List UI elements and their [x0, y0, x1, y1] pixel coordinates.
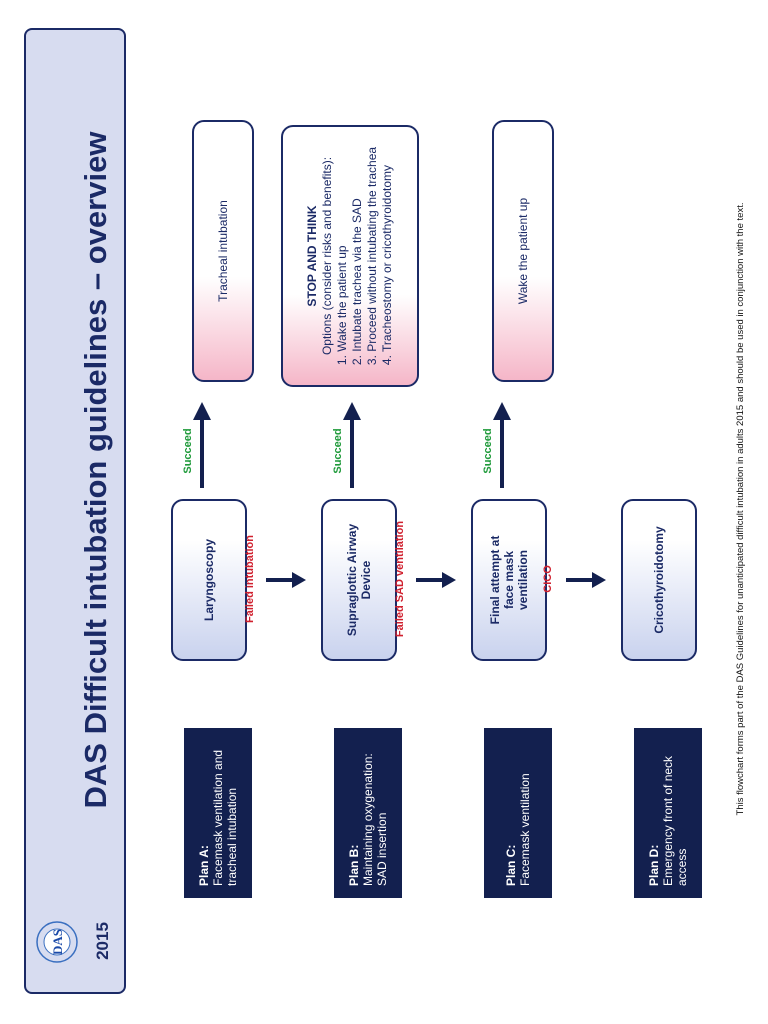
- fail-label-cico: CICO: [542, 565, 554, 593]
- fail-label-intubation: Failed intubation: [244, 535, 256, 623]
- stop-option-1: 1. Wake the patient up: [335, 245, 349, 366]
- plan-c-desc: Facemask ventilation: [518, 773, 532, 886]
- step-supraglottic-airway: Supraglottic Airway Device: [321, 499, 397, 661]
- das-logo: DAS: [36, 921, 78, 963]
- plan-a-desc: Facemask ventilation and tracheal intuba…: [211, 749, 239, 886]
- succeed-label-c: Succeed: [482, 428, 494, 474]
- plan-c-label: Plan C:: [504, 844, 518, 886]
- plan-b-arrow: [416, 572, 456, 588]
- stop-intro: Options (consider risks and benefits):: [320, 156, 334, 356]
- plan-d-box: Plan D:Emergency front of neck access: [634, 728, 702, 898]
- page-title: DAS Difficult intubation guidelines – ov…: [78, 131, 113, 809]
- succeed-label-a: Succeed: [182, 428, 194, 474]
- fail-label-sad: Failed SAD ventilation: [394, 520, 406, 638]
- plan-d-desc: Emergency front of neck access: [661, 755, 689, 886]
- stop-and-think-box: STOP AND THINK Options (consider risks a…: [281, 125, 419, 387]
- footer-note: This flowchart forms part of the DAS Gui…: [734, 202, 746, 816]
- stop-option-2: 2. Intubate trachea via the SAD: [350, 198, 364, 366]
- succeed-arrow-a: [193, 402, 211, 488]
- plan-d-label: Plan D:: [647, 844, 661, 886]
- stop-option-4: 4. Tracheostomy or cricothyroidotomy: [380, 165, 394, 366]
- outcome-tracheal-intubation: Tracheal intubation: [192, 120, 254, 382]
- step-cricothyroidotomy: Cricothyroidotomy: [621, 499, 697, 661]
- step-laryngoscopy: Laryngoscopy: [171, 499, 247, 661]
- succeed-arrow-b: [343, 402, 361, 488]
- outcome-wake-patient: Wake the patient up: [492, 120, 554, 382]
- logo-letters: DAS: [50, 929, 65, 955]
- plan-b-desc: Maintaining oxygenation: SAD insertion: [361, 753, 389, 886]
- plan-a-box: Plan A:Facemask ventilation and tracheal…: [184, 728, 252, 898]
- title-banner: [24, 28, 126, 994]
- plan-b-label: Plan B:: [347, 844, 361, 886]
- plan-a-label: Plan A:: [197, 845, 211, 886]
- plan-c-box: Plan C:Facemask ventilation: [484, 728, 552, 898]
- plan-a-arrow: [266, 572, 306, 588]
- year-label: 2015: [93, 922, 112, 960]
- stop-title: STOP AND THINK: [305, 205, 319, 307]
- plan-c-arrow: [566, 572, 606, 588]
- succeed-label-b: Succeed: [332, 428, 344, 474]
- plan-b-box: Plan B:Maintaining oxygenation: SAD inse…: [334, 728, 402, 898]
- stop-option-3: 3. Proceed without intubating the trache…: [365, 146, 379, 366]
- succeed-arrow-c: [493, 402, 511, 488]
- step-final-facemask: Final attempt at face mask ventilation: [471, 499, 547, 661]
